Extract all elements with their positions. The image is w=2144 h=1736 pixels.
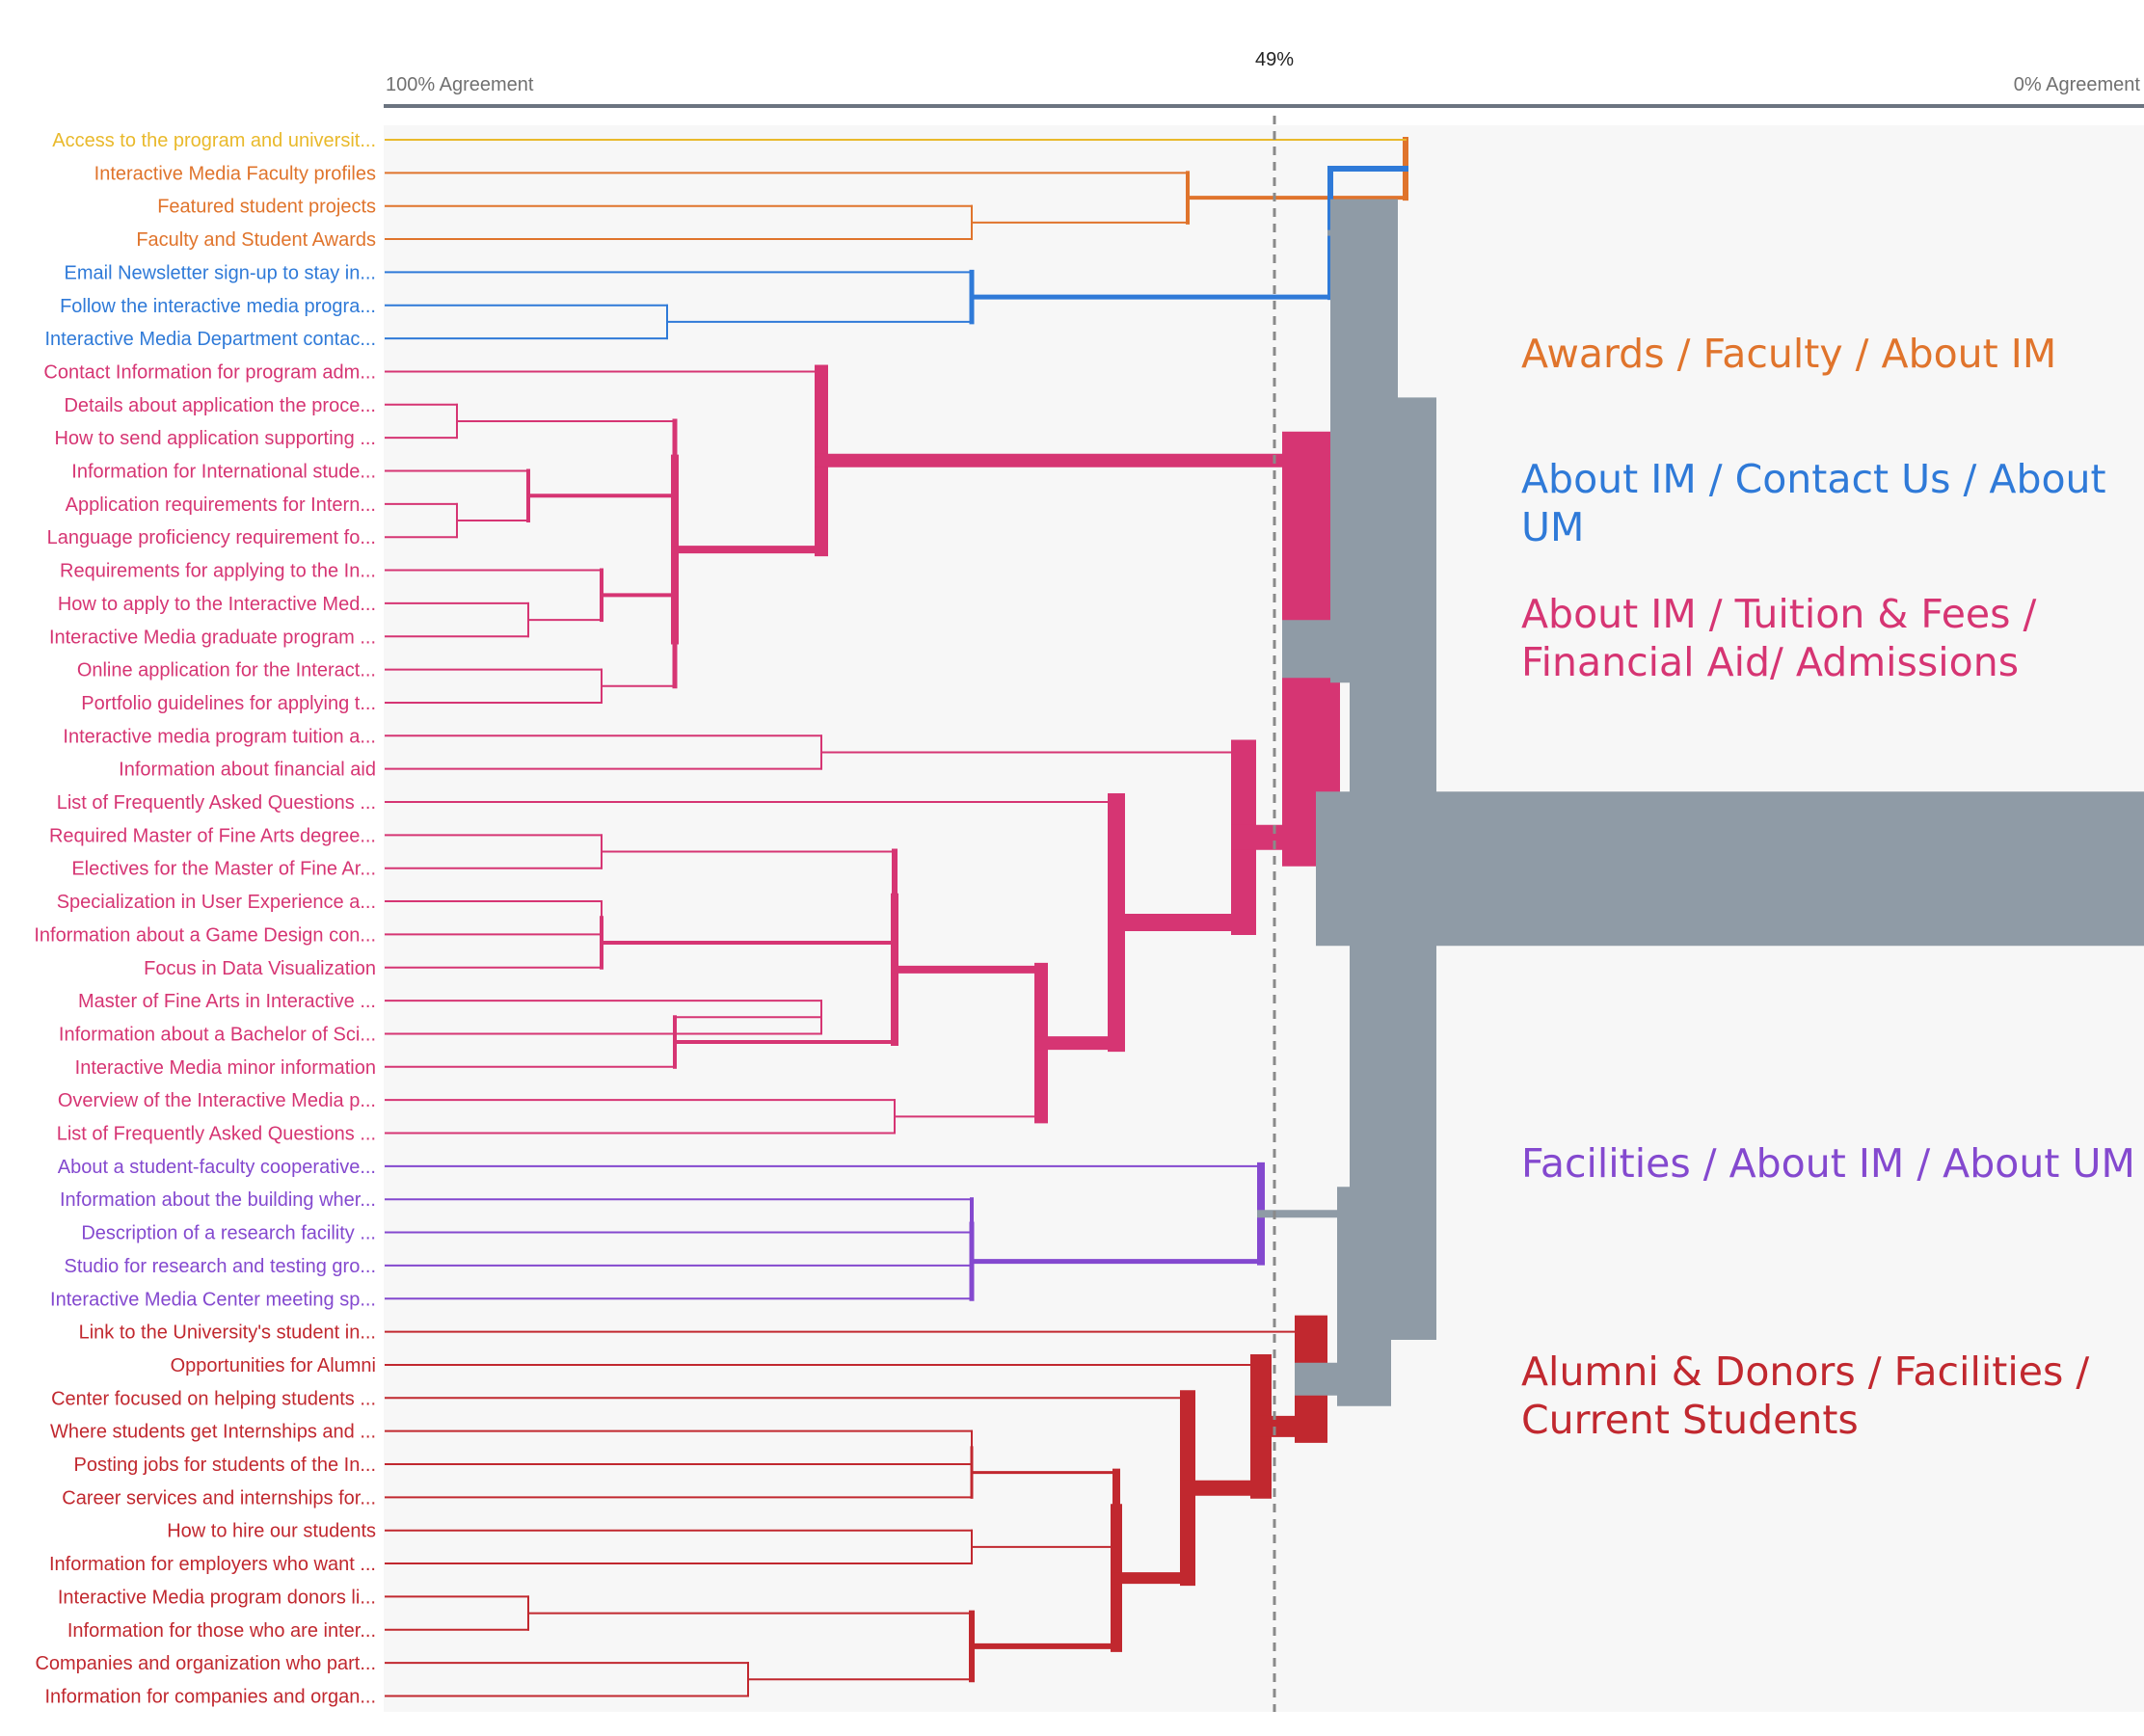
cluster-label-purple: Facilities / About IM / About UM xyxy=(1521,1140,2135,1187)
leaf-label: Opportunities for Alumni xyxy=(171,1355,376,1376)
leaf-label: Follow the interactive media progra... xyxy=(60,296,376,317)
leaf-label: Portfolio guidelines for applying t... xyxy=(81,693,376,714)
leaf-label: How to hire our students xyxy=(167,1521,376,1542)
leaf-label: Information about a Bachelor of Sci... xyxy=(59,1024,376,1045)
axis-right-label: 0% Agreement xyxy=(2014,74,2141,95)
cluster-label-pink: About IM / Tuition & Fees / Financial Ai… xyxy=(1521,591,2037,685)
leaf-label: Interactive Media program donors li... xyxy=(58,1587,376,1608)
leaf-label: Information about financial aid xyxy=(119,760,376,781)
cluster-label-orange: Awards / Faculty / About IM xyxy=(1521,331,2057,377)
leaf-labels: Access to the program and universit... In… xyxy=(34,130,376,1707)
leaf-label: Application requirements for Intern... xyxy=(66,494,376,516)
leaf-label: Interactive media program tuition a... xyxy=(63,726,376,747)
leaf-label: Required Master of Fine Arts degree... xyxy=(49,825,376,846)
leaf-label: Faculty and Student Awards xyxy=(136,229,376,251)
leaf-label: Contact Information for program adm... xyxy=(43,361,376,383)
leaf-label: Featured student projects xyxy=(157,197,376,218)
leaf-label: Specialization in User Experience a... xyxy=(57,892,376,913)
leaf-label: Interactive Media Center meeting sp... xyxy=(50,1289,376,1310)
leaf-label: Requirements for applying to the In... xyxy=(60,561,376,582)
leaf-label: Studio for research and testing gro... xyxy=(64,1256,376,1277)
leaf-label: Details about application the proce... xyxy=(64,395,376,416)
leaf-label: Information about a Game Design con... xyxy=(34,924,376,946)
leaf-label: Language proficiency requirement fo... xyxy=(47,527,376,548)
leaf-label: Online application for the Interact... xyxy=(77,660,376,681)
leaf-label: Information for those who are inter... xyxy=(67,1620,376,1642)
leaf-label: Interactive Media Faculty profiles xyxy=(94,163,376,184)
leaf-label: Center focused on helping students ... xyxy=(51,1388,376,1409)
leaf-label: How to send application supporting ... xyxy=(54,428,376,449)
axis-left-label: 100% Agreement xyxy=(386,74,534,95)
leaf-label: Focus in Data Visualization xyxy=(144,958,376,979)
leaf-label: Where students get Internships and ... xyxy=(50,1422,376,1443)
leaf-label: Electives for the Master of Fine Ar... xyxy=(71,859,376,880)
cutoff-label: 49% xyxy=(1255,49,1294,70)
leaf-label: Interactive Media minor information xyxy=(75,1057,376,1079)
leaf-label: Access to the program and universit... xyxy=(52,130,376,151)
leaf-label: Information for companies and organ... xyxy=(44,1686,376,1707)
leaf-label: How to apply to the Interactive Med... xyxy=(58,594,376,615)
leaf-label: Information for employers who want ... xyxy=(49,1554,376,1575)
cluster-label-red: Alumni & Donors / Facilities / Current S… xyxy=(1521,1349,2090,1443)
leaf-label: Information about the building wher... xyxy=(60,1189,376,1211)
leaf-label: Interactive Media graduate program ... xyxy=(49,627,376,648)
leaf-label: List of Frequently Asked Questions ... xyxy=(57,792,376,814)
leaf-label: Interactive Media Department contac... xyxy=(45,329,377,350)
leaf-label: Career services and internships for... xyxy=(62,1487,376,1509)
leaf-label: List of Frequently Asked Questions ... xyxy=(57,1124,376,1145)
cluster-label-blue: About IM / Contact Us / About UM xyxy=(1521,456,2106,550)
leaf-label: Posting jobs for students of the In... xyxy=(73,1455,376,1476)
leaf-label: Information for International stude... xyxy=(71,462,376,483)
leaf-label: Description of a research facility ... xyxy=(81,1223,376,1244)
dendrogram-links xyxy=(385,137,2144,1697)
leaf-label: Link to the University's student in... xyxy=(79,1322,376,1344)
leaf-label: Overview of the Interactive Media p... xyxy=(58,1090,376,1111)
leaf-label: Master of Fine Arts in Interactive ... xyxy=(78,991,376,1012)
leaf-label: Email Newsletter sign-up to stay in... xyxy=(65,262,376,283)
leaf-label: About a student-faculty cooperative... xyxy=(58,1157,376,1178)
leaf-label: Companies and organization who part... xyxy=(35,1653,376,1674)
